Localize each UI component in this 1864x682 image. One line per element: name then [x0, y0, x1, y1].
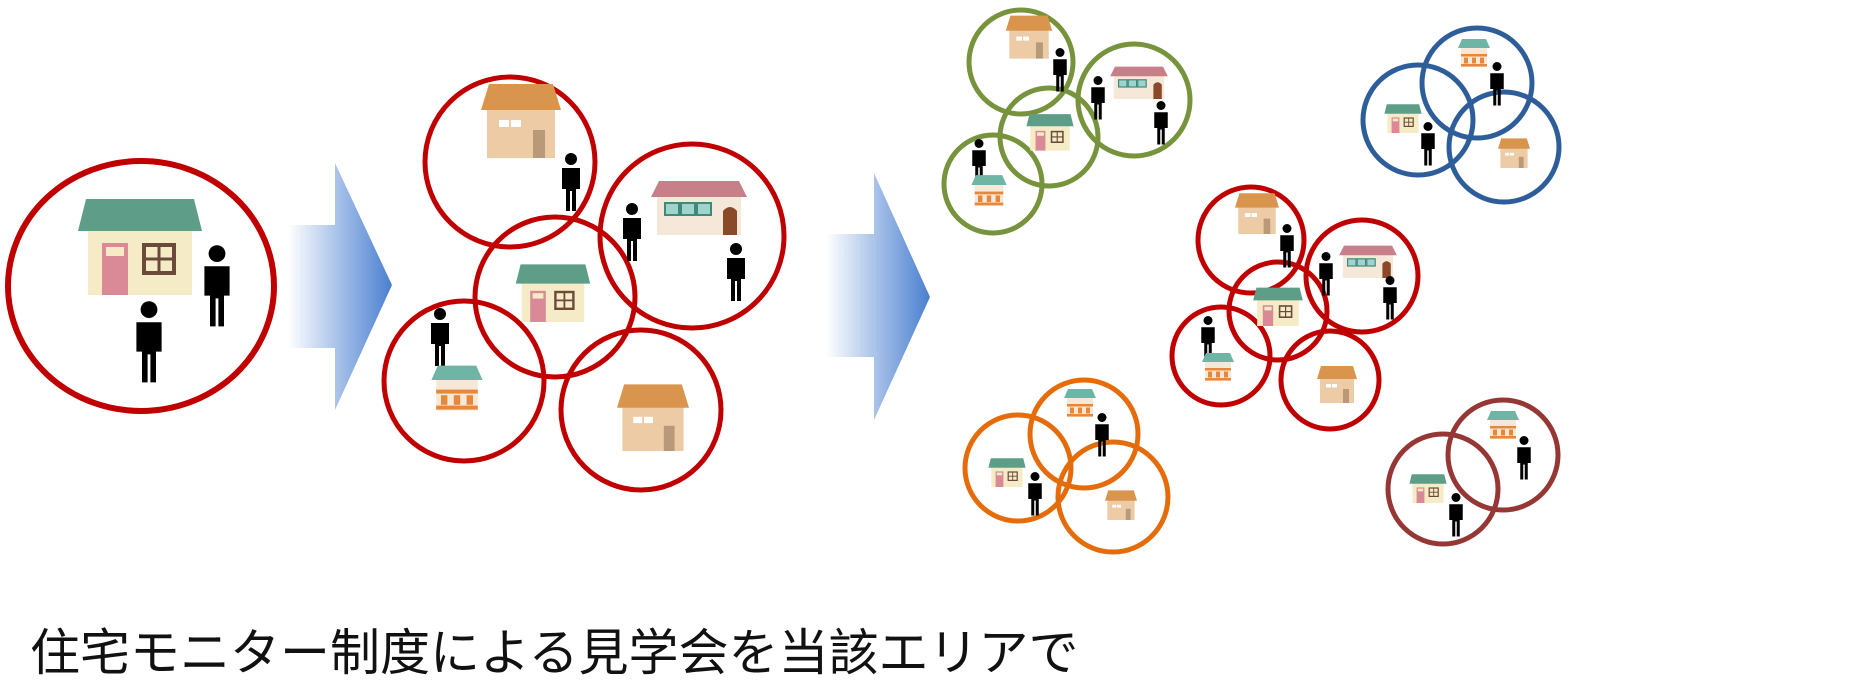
townhouse-icon [1458, 39, 1490, 67]
person-icon [562, 153, 580, 211]
person-icon [1383, 276, 1397, 320]
wide-house-icon [650, 180, 748, 236]
person-icon [1053, 48, 1067, 92]
person-icon [1517, 436, 1531, 480]
wide-house-icon [1338, 245, 1398, 279]
person-icon [623, 203, 641, 261]
townhouse-icon [971, 175, 1007, 206]
person-icon [1449, 493, 1463, 537]
person-icon [1028, 472, 1042, 516]
two-story-house-icon [1252, 286, 1304, 327]
townhouse-icon [1202, 353, 1234, 381]
area-group-green [941, 7, 1193, 236]
two-story-house-icon [76, 197, 204, 297]
person-icon [1095, 413, 1109, 457]
person-icon [136, 301, 162, 383]
person-icon [1201, 316, 1215, 360]
diagram-canvas [5, 7, 1562, 555]
wide-house-icon [1109, 65, 1169, 100]
small-house-icon [481, 84, 561, 158]
person-icon [431, 308, 449, 366]
area-circle [597, 141, 787, 331]
person-icon [1490, 62, 1504, 106]
two-story-house-icon [1025, 113, 1075, 152]
small-house-icon [1498, 138, 1530, 168]
stage-single-area [5, 158, 277, 414]
stage-expanded-area [381, 74, 787, 493]
person-icon [204, 245, 230, 327]
two-story-house-icon [1383, 103, 1423, 134]
right-arrow-icon [826, 173, 930, 420]
two-story-house-icon [987, 457, 1027, 488]
townhouse-icon [431, 365, 483, 411]
two-story-house-icon [1408, 473, 1448, 504]
area-group-blue [1360, 25, 1562, 205]
small-house-icon [1317, 366, 1357, 403]
area-circle [472, 214, 638, 380]
caption-text: 住宅モニター制度による見学会を当該エリアで [30, 624, 1079, 682]
person-icon [727, 243, 745, 301]
small-house-icon [1235, 193, 1279, 234]
area-circle [422, 74, 598, 250]
townhouse-icon [1064, 389, 1096, 417]
area-circle [5, 158, 277, 414]
small-house-icon [617, 384, 689, 451]
small-house-icon [1005, 15, 1053, 59]
area-group-red [1169, 184, 1421, 432]
area-circle [381, 298, 547, 464]
person-icon [1421, 122, 1435, 166]
area-circle [558, 327, 724, 493]
right-arrow-icon [288, 163, 392, 410]
area-group-maroon [1385, 397, 1561, 547]
two-story-house-icon [514, 263, 592, 324]
person-icon [1154, 101, 1168, 145]
townhouse-icon [1487, 411, 1519, 439]
small-house-icon [1105, 490, 1137, 520]
area-group-orange [962, 377, 1171, 555]
